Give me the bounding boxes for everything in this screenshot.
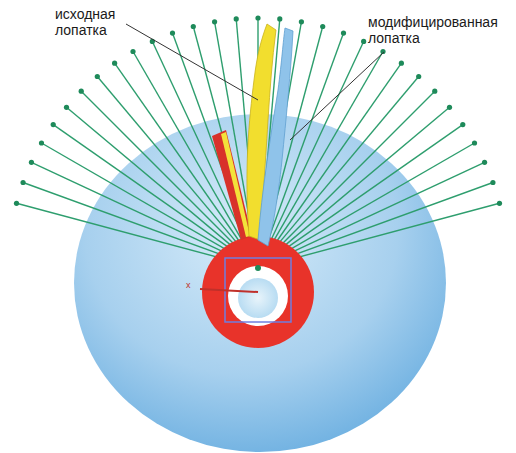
radial-line	[271, 63, 402, 250]
ray-end-dot	[14, 201, 19, 206]
radial-lines	[14, 15, 502, 262]
ray-end-dot	[39, 140, 44, 145]
axis-line	[200, 289, 258, 292]
ray-end-dot	[299, 19, 304, 24]
hub-ring	[228, 266, 288, 326]
ray-end-dot	[234, 16, 239, 21]
radial-line	[279, 203, 499, 262]
axis-label: x	[186, 280, 198, 290]
ray-end-dot	[255, 15, 260, 20]
ray-end-dot	[341, 30, 346, 35]
radial-line	[17, 203, 237, 262]
radial-line	[193, 27, 252, 247]
ray-end-dot	[482, 160, 487, 165]
part-label: исходная лопатка	[55, 6, 127, 38]
ray-end-dot	[29, 160, 34, 165]
radial-line	[53, 125, 240, 256]
radial-line	[66, 107, 241, 254]
ray-end-dot	[432, 89, 437, 94]
radial-line	[274, 91, 435, 252]
ray-end-dot	[212, 19, 217, 24]
ray-end-dot	[277, 16, 282, 21]
ray-end-dot	[170, 30, 175, 35]
ray-end-dot	[112, 61, 117, 66]
ray-end-dot	[472, 140, 477, 145]
hub-bore	[238, 278, 278, 318]
radial-line	[278, 162, 485, 258]
center-point	[255, 265, 261, 271]
leader-line	[290, 52, 384, 140]
modified-blade	[258, 28, 293, 246]
ray-end-dot	[130, 49, 135, 54]
radial-line	[279, 182, 493, 260]
ray-end-dot	[447, 105, 452, 110]
ray-end-dot	[51, 122, 56, 127]
radial-line	[41, 143, 238, 257]
ray-end-dot	[460, 122, 465, 127]
ray-end-dot	[361, 39, 366, 44]
ray-end-dot	[399, 61, 404, 66]
leader-line	[126, 24, 258, 100]
ray-end-dot	[320, 24, 325, 29]
blade-edge	[212, 130, 252, 240]
ray-end-dot	[416, 74, 421, 79]
ray-end-dot	[497, 201, 502, 206]
radial-line	[152, 41, 248, 248]
radial-line	[276, 125, 463, 256]
blade-edge-highlight	[221, 132, 250, 237]
ray-end-dot	[79, 89, 84, 94]
part-label: модифицированная лопатка	[368, 14, 503, 46]
ray-end-dot	[20, 180, 25, 185]
radial-line	[272, 76, 419, 251]
ray-end-dot	[64, 105, 69, 110]
radial-line	[81, 91, 242, 252]
ray-end-dot	[490, 180, 495, 185]
ray-end-dot	[191, 24, 196, 29]
ray-end-dot	[95, 74, 100, 79]
radial-line	[31, 162, 238, 258]
